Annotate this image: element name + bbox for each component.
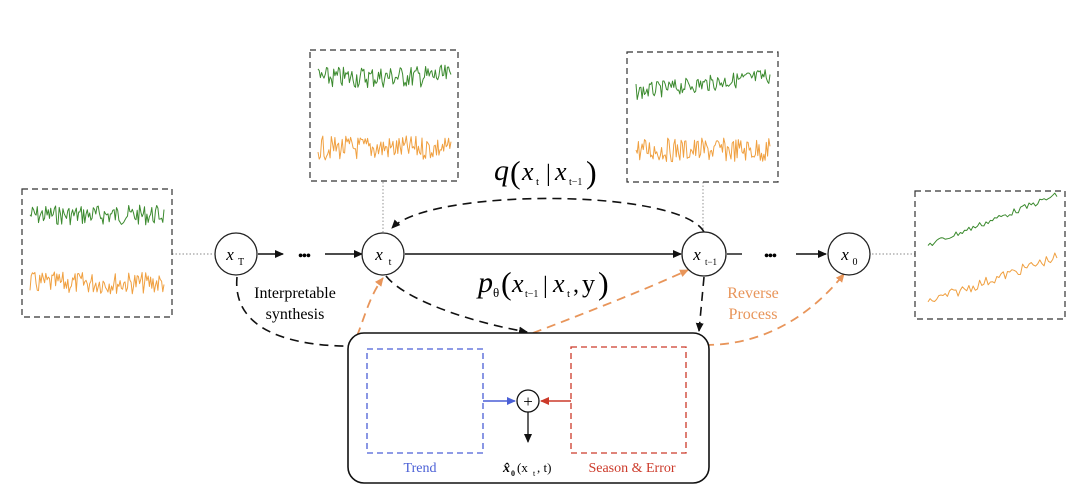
series-green-clean xyxy=(927,192,1058,246)
reverse-label-2: Process xyxy=(729,306,778,323)
output-sub-t: t xyxy=(533,469,536,478)
model-to-x0-arrow xyxy=(704,273,845,346)
svg-text:): ) xyxy=(598,265,609,301)
xt1-noise-box xyxy=(626,51,779,183)
p-symbol: p xyxy=(476,266,493,299)
node-x0-main: x xyxy=(840,245,849,264)
p-bar: | xyxy=(543,273,548,299)
node-x0-sub: 0 xyxy=(853,257,858,268)
node-xT: x T xyxy=(214,232,258,276)
output-tail: , t) xyxy=(537,460,551,475)
series-orange-clean xyxy=(927,252,1058,303)
interpretable-synthesis-arrow xyxy=(236,276,363,351)
ellipsis-left: ••• xyxy=(298,249,311,264)
xt1-to-model-arrow xyxy=(695,276,705,332)
output-args: (x xyxy=(517,460,528,475)
node-xt1-main: x xyxy=(692,245,701,264)
plus-symbol: + xyxy=(523,392,533,411)
node-xt-sub: t xyxy=(389,257,392,268)
node-x0: x 0 xyxy=(827,232,871,276)
p-y: y xyxy=(582,269,595,298)
trend-label: Trend xyxy=(404,461,437,476)
output-sub0: 0 xyxy=(511,469,515,478)
interpretable-label-2: synthesis xyxy=(266,306,325,323)
p-sub-t1: t−1 xyxy=(525,289,538,300)
node-xT-main: x xyxy=(225,245,234,264)
reverse-label-1: Reverse xyxy=(727,285,779,302)
node-xt1: x t−1 xyxy=(681,231,727,277)
interpretable-label-1: Interpretable xyxy=(254,285,336,302)
q-sub-t: t xyxy=(536,176,539,188)
season-error-label: Season & Error xyxy=(588,461,675,476)
model-to-xt-arrow xyxy=(356,277,384,337)
q-sub-t1: t−1 xyxy=(569,177,582,188)
p-theta: θ xyxy=(493,285,499,300)
svg-text:,: , xyxy=(573,272,579,298)
q-symbol: q xyxy=(494,154,509,187)
series-green-xt xyxy=(317,64,452,88)
p-x: x xyxy=(511,269,524,298)
xt-to-model-arrow xyxy=(385,275,528,335)
p-sub-t: t xyxy=(567,288,570,300)
node-xt1-sub: t−1 xyxy=(705,257,717,267)
xt-noise-box xyxy=(309,49,459,182)
svg-text:(: ( xyxy=(501,265,512,301)
q-bar: | xyxy=(546,161,551,187)
node-xt: x t xyxy=(361,232,405,276)
series-orange-xt xyxy=(317,135,452,161)
model-to-xt1-arrow xyxy=(532,269,689,334)
node-xt-main: x xyxy=(374,245,383,264)
series-green-xt1 xyxy=(635,69,771,100)
forward-process-arrow xyxy=(391,197,705,233)
q-x2: x xyxy=(554,157,567,186)
q-x: x xyxy=(521,157,534,186)
node-xT-sub: T xyxy=(238,257,244,268)
output-label: x̂ 0 (x t , t) xyxy=(502,460,551,478)
svg-text:): ) xyxy=(586,154,597,190)
reverse-process-label: p θ ( x t−1 | x t , y ) xyxy=(476,265,609,301)
forward-process-label: q ( x t | x t−1 ) xyxy=(494,154,597,190)
series-orange-xt1 xyxy=(635,137,771,163)
ellipsis-right: ••• xyxy=(764,249,777,264)
clean-series-box xyxy=(914,190,1066,320)
series-orange-left xyxy=(29,271,165,295)
series-green-left xyxy=(29,204,165,226)
svg-text:(: ( xyxy=(510,154,521,190)
left-noise-box xyxy=(21,188,173,318)
output-xhat: x̂ xyxy=(502,461,510,476)
p-x2: x xyxy=(552,269,565,298)
